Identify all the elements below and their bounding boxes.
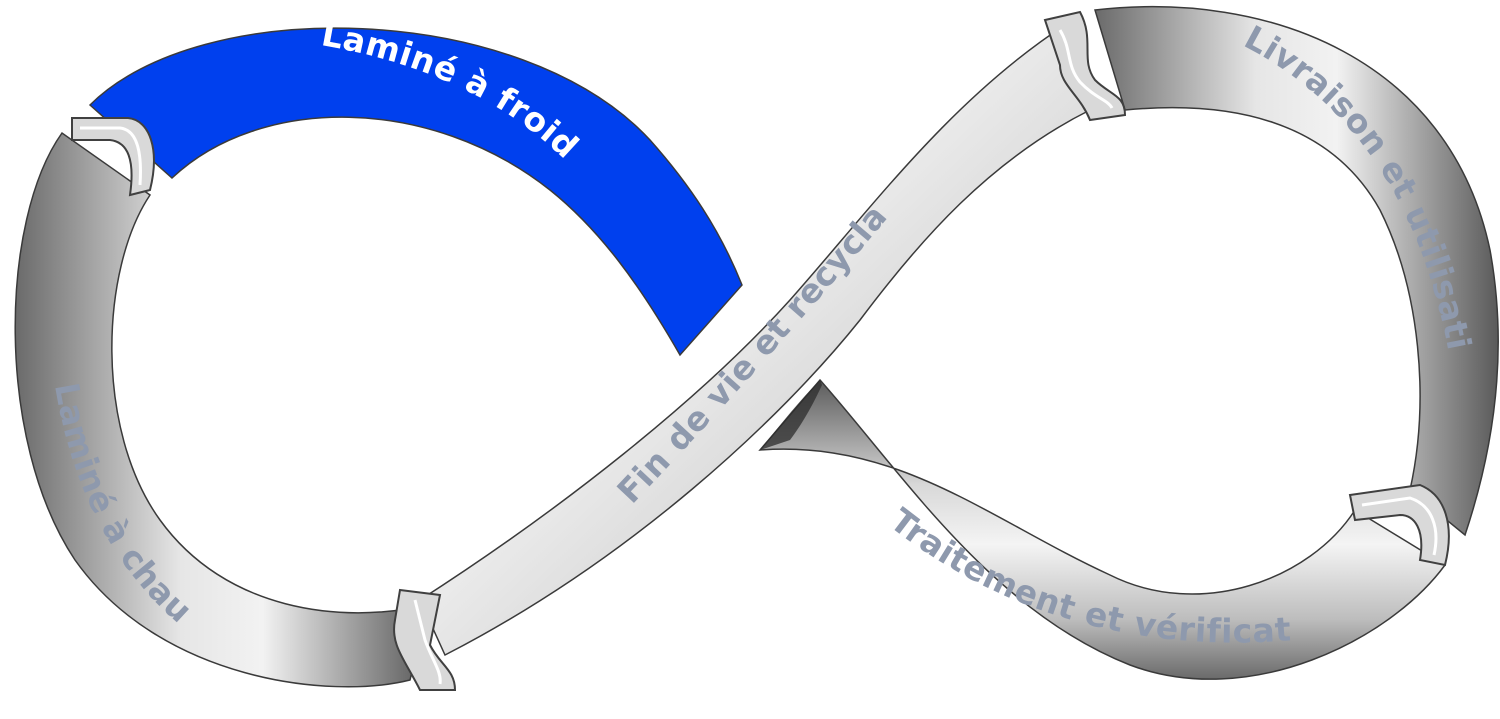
joint-bottom-right	[1348, 483, 1450, 567]
segment-cold-rolled[interactable]	[88, 27, 743, 357]
segment-delivery[interactable]	[1094, 6, 1499, 537]
crossing-shadow	[760, 380, 822, 450]
segment-hot-rolled[interactable]	[14, 131, 430, 688]
joint-top-right	[1043, 10, 1127, 122]
joint-bottom-left	[393, 588, 457, 691]
joint-top-left	[71, 117, 155, 197]
